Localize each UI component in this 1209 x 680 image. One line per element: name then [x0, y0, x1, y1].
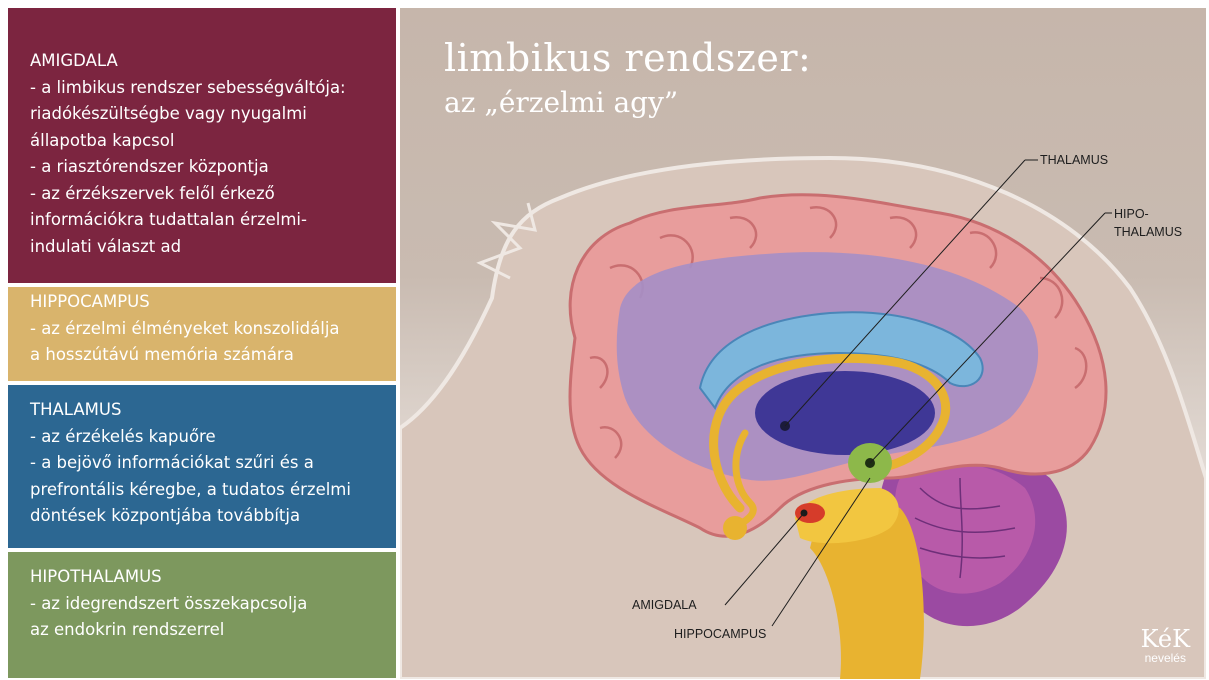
amigdala-panel: AMIGDALA - a limbikus rendszer sebességv…: [8, 8, 396, 283]
hipothalamus-label-line1: HIPO-: [1114, 207, 1149, 221]
amigdala-text-line: - az érzékszervek felől érkező: [30, 181, 386, 208]
hippocampus-text-line: a hosszútávú memória számára: [30, 342, 386, 369]
thalamus-text-line: - a bejövő információkat szűri és a: [30, 450, 386, 477]
amigdala-text-line: állapotba kapcsol: [30, 128, 386, 155]
amigdala-heading: AMIGDALA: [30, 48, 386, 75]
amigdala-label: AMIGDALA: [632, 598, 697, 612]
hippocampus-bulb: [723, 516, 747, 540]
logo-main-text: KéK: [1141, 627, 1190, 651]
amigdala-text-line: - a riasztórendszer központja: [30, 154, 386, 181]
hipothalamus-text-line: az endokrin rendszerrel: [30, 617, 386, 644]
hippocampus-heading: HIPPOCAMPUS: [30, 289, 386, 316]
hippocampus-label: HIPPOCAMPUS: [674, 627, 766, 641]
amigdala-text-line: indulati választ ad: [30, 234, 386, 261]
amigdala-text-line: riadókészültségbe vagy nyugalmi: [30, 101, 386, 128]
thalamus-region: [755, 371, 935, 455]
thalamus-text-line: döntések központjába továbbítja: [30, 503, 386, 530]
thalamus-panel: THALAMUS - az érzékelés kapuőre - a bejö…: [8, 385, 396, 548]
kek-neveles-logo: KéK nevelés: [1141, 627, 1190, 665]
brain-illustration: THALAMUS HIPO- THALAMUS AMIGDALA HIPPOCA…: [400, 8, 1206, 679]
slide-subtitle: az „érzelmi agy”: [444, 86, 678, 119]
thalamus-label: THALAMUS: [1040, 153, 1108, 167]
thalamus-heading: THALAMUS: [30, 397, 386, 424]
hipothalamus-text-line: - az idegrendszert összekapcsolja: [30, 591, 386, 618]
amigdala-text-line: - a limbikus rendszer sebességváltója:: [30, 75, 386, 102]
hipothalamus-heading: HIPOTHALAMUS: [30, 564, 386, 591]
amigdala-text-line: információkra tudattalan érzelmi-: [30, 207, 386, 234]
hippocampus-panel: HIPPOCAMPUS - az érzelmi élményeket kons…: [8, 287, 396, 381]
hipothalamus-panel: HIPOTHALAMUS - az idegrendszert összekap…: [8, 552, 396, 678]
amygdala-structure: [795, 503, 825, 523]
hipothalamus-label-line2: THALAMUS: [1114, 225, 1182, 239]
slide-title: limbikus rendszer:: [444, 36, 811, 80]
logo-sub-text: nevelés: [1141, 651, 1190, 665]
thalamus-text-line: - az érzékelés kapuőre: [30, 424, 386, 451]
hippocampus-text-line: - az érzelmi élményeket konszolidálja: [30, 316, 386, 343]
thalamus-text-line: prefrontális kéregbe, a tudatos érzelmi: [30, 477, 386, 504]
